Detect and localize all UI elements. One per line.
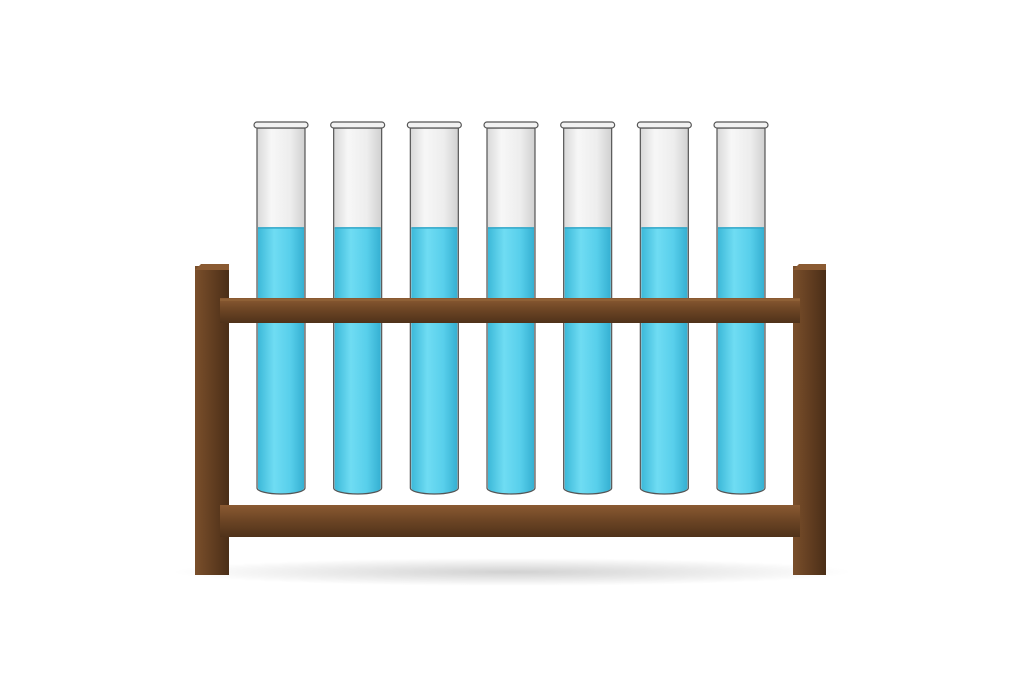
tube-rim	[560, 121, 616, 129]
tube-outline	[563, 127, 613, 495]
tube-rim	[253, 121, 309, 129]
tube-rim	[406, 121, 462, 129]
tube-outline	[486, 127, 536, 495]
tube-liquid	[258, 227, 304, 494]
tube-liquid	[641, 227, 688, 494]
tube-outline	[333, 127, 383, 495]
tube-liquid	[411, 227, 458, 494]
tube-rim	[636, 121, 692, 129]
tube-rim	[483, 121, 539, 129]
tube-outline	[256, 127, 306, 495]
tube-rim	[713, 121, 769, 129]
tube-liquid	[718, 227, 764, 494]
bottom-bar	[220, 505, 800, 537]
tube-liquid	[564, 227, 611, 494]
tube-rim	[330, 121, 386, 129]
tube-outline	[409, 127, 459, 495]
top-bar	[220, 298, 800, 323]
tube-liquid	[488, 227, 534, 494]
rack-shadow	[172, 558, 852, 586]
tube-outline	[716, 127, 766, 495]
tube-liquid	[334, 227, 381, 494]
tube-outline	[639, 127, 689, 495]
